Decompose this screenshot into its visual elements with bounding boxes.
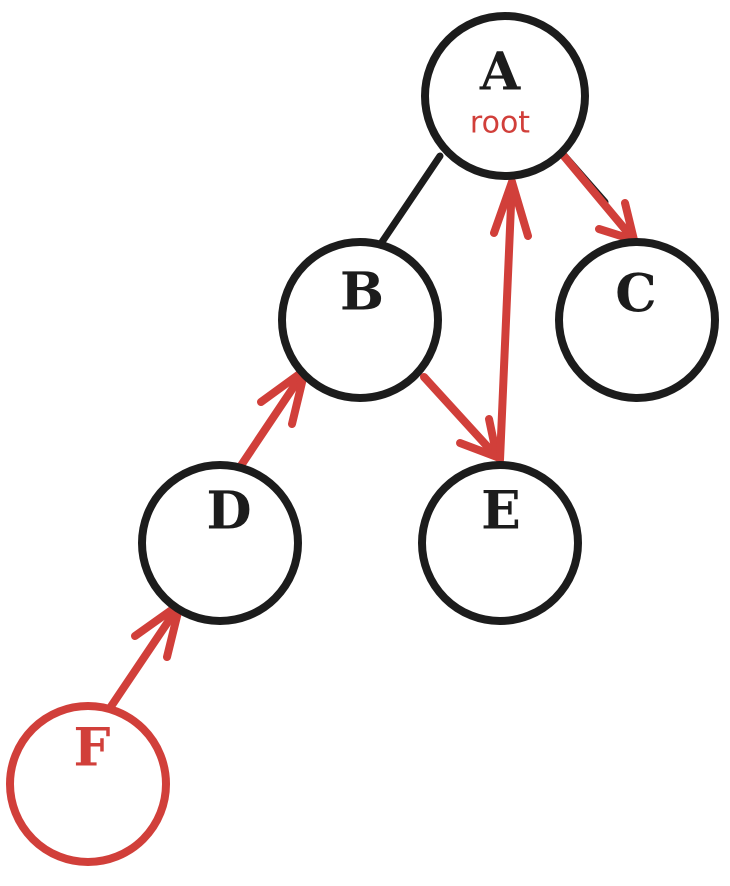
node-c: C <box>555 238 719 402</box>
node-a-sublabel: root <box>470 106 530 141</box>
arrow-d-to-b <box>234 366 309 474</box>
node-c-label: C <box>615 264 656 325</box>
edge-a-b <box>376 152 444 249</box>
node-b: B <box>278 238 442 402</box>
node-a: A root <box>421 12 589 180</box>
node-d-label: D <box>206 481 251 542</box>
arrow-a-to-c <box>559 151 638 244</box>
node-b-label: B <box>340 262 384 323</box>
node-f: F <box>6 702 170 866</box>
node-e-label: E <box>481 481 521 542</box>
arrow-f-to-d <box>106 600 184 712</box>
node-d: D <box>138 461 302 625</box>
node-a-label: A <box>479 42 521 103</box>
arrow-b-to-e <box>420 373 501 461</box>
arrow-e-to-a <box>490 178 532 464</box>
node-e: E <box>418 461 582 625</box>
node-f-label: F <box>74 718 111 779</box>
